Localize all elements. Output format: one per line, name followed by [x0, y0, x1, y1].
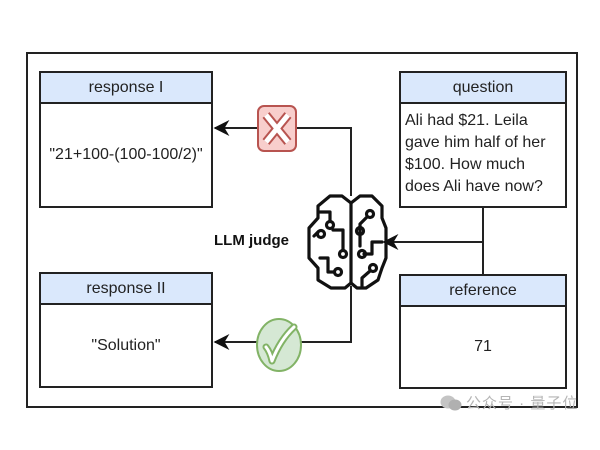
brain-circuit-icon — [307, 194, 388, 290]
question-body: Ali had $21. Leila gave him half of her … — [405, 112, 546, 195]
reference-box: reference 71 — [399, 274, 567, 389]
reference-body: 71 — [474, 338, 492, 355]
wechat-icon — [440, 395, 462, 410]
watermark-text: 公众号 · 量子位 — [466, 395, 579, 412]
response-2-header: response II — [41, 274, 211, 305]
check-icon — [262, 323, 298, 365]
response-1-box: response I "21+100-(100-100/2)" — [39, 71, 213, 208]
reference-header: reference — [401, 276, 565, 307]
response-2-box: response II "Solution" — [39, 272, 213, 388]
llm-judge-label: LLM judge — [214, 232, 289, 249]
check-badge — [256, 318, 302, 372]
response-1-header: response I — [41, 73, 211, 104]
watermark: 公众号 · 量子位 — [440, 392, 578, 413]
question-box: question Ali had $21. Leila gave him hal… — [399, 71, 567, 208]
diagram-frame — [26, 52, 578, 408]
cross-icon — [262, 112, 292, 145]
cross-badge — [257, 105, 297, 152]
response-2-body: "Solution" — [91, 336, 161, 354]
response-1-body: "21+100-(100-100/2)" — [49, 146, 203, 163]
question-header: question — [401, 73, 565, 104]
